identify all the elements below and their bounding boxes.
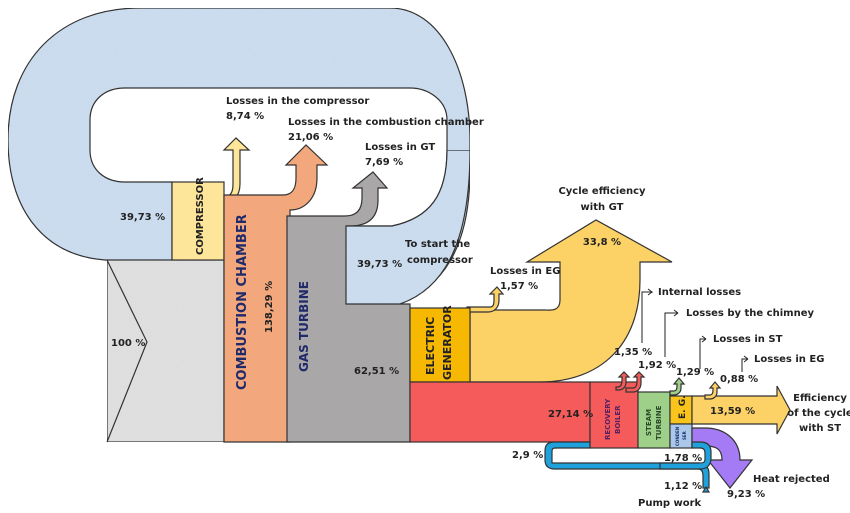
input-value: 100 % [111,338,145,349]
condenser-return-value: 1,78 % [664,453,702,464]
to-start-compressor-band [345,149,471,305]
loss-st-label: Losses in ST [713,334,783,345]
eff-st-value: 13,59 % [710,406,755,417]
st-efficiency-arrow [691,385,791,435]
fuel-input-block [106,259,225,443]
loss-eg2-value: 0,88 % [720,374,758,385]
steam-turbine-label-1: STEAM [645,409,653,436]
to-start-line2: compressor [407,255,473,266]
loss-eg-label: Losses in EG [490,266,560,277]
compressor-label: COMPRESSOR [195,177,206,255]
pump-work-value: 1,12 % [664,481,702,492]
recovery-boiler-label-2: BOILER [614,405,622,434]
electric-generator-block [409,307,471,383]
condenser-return-pipe [659,441,712,470]
combustion-chamber-label: COMBUSTION CHAMBER [235,214,250,390]
pump-work-label: Pump work [638,498,702,509]
recovery-boiler-block [589,381,639,449]
loss-eg2-label: Losses in EG [754,354,824,365]
cycle-eff-gt-line1: Cycle efficiency [558,186,646,197]
condenser-block [669,423,693,449]
loss-st-value: 1,29 % [676,367,714,378]
internal-loss-arrow [615,371,631,391]
pump-loop-value: 2,9 % [512,450,543,461]
steam-turbine-label-2: TURBINE [655,405,663,440]
cycle-eff-gt-line2: with GT [581,202,624,213]
recovery-value: 27,14 % [548,409,593,420]
internal-losses-label: Internal losses [658,287,741,298]
loss-compressor-label: Losses in the compressor [226,96,369,107]
loss-eg-value: 1,57 % [500,281,538,292]
condenser-label-2: SER [682,431,687,440]
gt-output-value: 62,51 % [354,366,399,377]
recovery-flow-band [409,381,591,443]
eff-st-line3: with ST [799,423,841,434]
combustion-loss-arrow [223,144,329,443]
electric-generator-label-2: GENERATOR [441,305,454,380]
gt-efficiency-arrow [469,219,673,383]
input-chevron [106,259,148,443]
combustion-chamber-value: 138,29 % [264,281,275,333]
eg-small-loss-arrow [704,381,722,400]
leader-lines [641,288,749,372]
eg-small-label: E. G. [678,395,688,419]
eff-st-line1: Efficiency [793,393,847,404]
chimney-loss-arrow [625,371,646,393]
loss-gt-label: Losses in GT [365,142,435,153]
condenser-label-1: CONDEN [675,427,680,446]
loop-right-value: 39,73 % [357,259,402,270]
electric-generator-label-1: ELECTRIC [424,317,437,375]
pump-loop-pipe [544,441,710,489]
cycle-eff-gt-value: 33,8 % [583,237,621,248]
loss-cc-label: Losses in the combustion chamber [288,117,484,128]
internal-losses-value: 1,35 % [614,347,652,358]
eg-loss-arrow [466,286,505,313]
pump-work-arrow [701,485,711,493]
chimney-value: 1,92 % [638,360,676,371]
st-loss-arrow [669,377,686,396]
eff-st-line2: of the cycle [787,408,850,419]
gas-turbine-label: GAS TURBINE [297,281,311,372]
steam-turbine-block [637,391,671,449]
compressor-block [171,181,225,261]
heat-rejected-label: Heat rejected [753,474,830,485]
recovery-boiler-label-1: RECOVERY [604,398,612,440]
loss-compressor-value: 8,74 % [226,111,264,122]
loss-cc-value: 21,06 % [288,132,333,143]
loop-left-value: 39,73 % [120,212,165,223]
heat-rejected-value: 9,23 % [727,489,765,500]
loss-gt-value: 7,69 % [365,157,403,168]
to-start-line1: To start the [405,239,470,250]
chimney-label: Losses by the chimney [686,308,814,319]
